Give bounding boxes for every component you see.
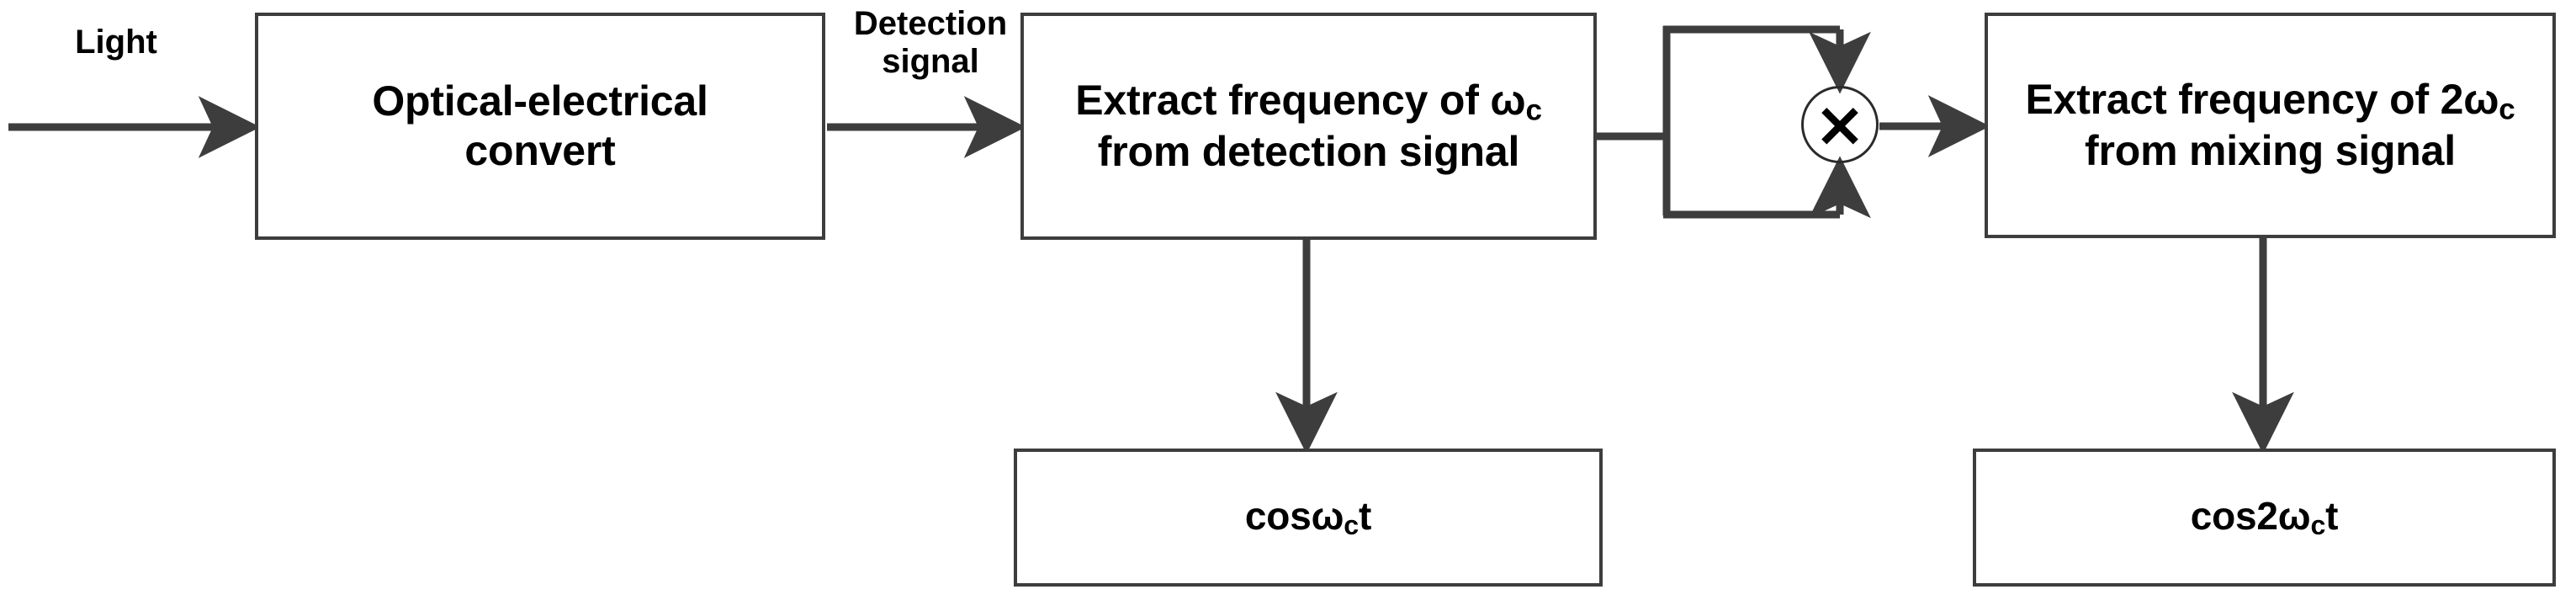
- label-light: Light: [75, 24, 157, 61]
- block-cos-wc-t[interactable]: cosωct: [1014, 449, 1603, 587]
- multiply-icon: ×: [1813, 88, 1866, 161]
- block-cos-2wc-t[interactable]: cos2ωct: [1973, 449, 2556, 587]
- multiplier-node[interactable]: [1801, 86, 1879, 163]
- block-cos-2wc-t-label: cos2ωct: [2190, 494, 2339, 540]
- block-cos-wc-t-label: cosωct: [1244, 494, 1372, 540]
